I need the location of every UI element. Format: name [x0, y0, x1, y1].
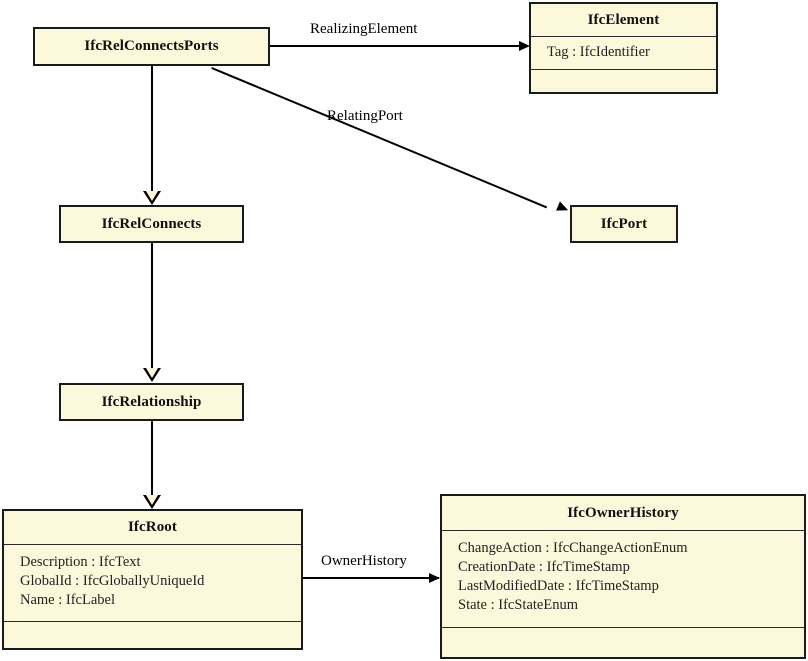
- edge-relating-port-line: [211, 67, 548, 209]
- triangle-fill: [145, 368, 158, 378]
- edge-label-owner-history: OwnerHistory: [321, 553, 407, 569]
- edge-owner-history-arrowhead: [429, 573, 440, 583]
- class-operations-ifcownerhistory: [442, 627, 804, 652]
- class-attribute: ChangeAction : IfcChangeActionEnum: [458, 540, 688, 556]
- class-title-ifcport: IfcPort: [600, 216, 648, 232]
- edge-generalization-relationship-line: [151, 421, 153, 497]
- class-attribute: CreationDate : IfcTimeStamp: [458, 559, 630, 575]
- edge-relating-port-arrowhead: [556, 201, 571, 215]
- class-box-ifcelement[interactable]: IfcElement Tag : IfcIdentifier: [529, 2, 718, 94]
- class-title-ifcrelationship: IfcRelationship: [101, 394, 202, 410]
- class-box-ifcrelationship[interactable]: IfcRelationship: [59, 383, 244, 421]
- class-box-ifcroot[interactable]: IfcRoot Description : IfcText GlobalId :…: [2, 509, 303, 650]
- edge-generalization-relconnectsports-line: [151, 66, 153, 193]
- class-box-ifcport[interactable]: IfcPort: [570, 205, 678, 243]
- class-attributes-ifcroot: Description : IfcText GlobalId : IfcGlob…: [4, 544, 301, 621]
- class-attribute: Tag : IfcIdentifier: [547, 44, 650, 60]
- class-box-ifcrelconnects[interactable]: IfcRelConnects: [59, 205, 244, 243]
- class-box-ifcrelconnectsports[interactable]: IfcRelConnectsPorts: [33, 27, 270, 66]
- class-attributes-ifcownerhistory: ChangeAction : IfcChangeActionEnum Creat…: [442, 530, 804, 627]
- triangle-fill: [145, 495, 158, 505]
- triangle-fill: [145, 191, 158, 201]
- class-attribute: GlobalId : IfcGloballyUniqueId: [20, 573, 205, 589]
- class-title-ifcelement: IfcElement: [587, 12, 660, 28]
- class-attribute: State : IfcStateEnum: [458, 597, 578, 613]
- edge-realizing-element-arrowhead: [519, 41, 530, 51]
- edge-owner-history-line: [303, 577, 439, 579]
- class-attributes-ifcelement: Tag : IfcIdentifier: [531, 36, 716, 69]
- class-attribute: Description : IfcText: [20, 554, 141, 570]
- class-operations-ifcelement: [531, 69, 716, 92]
- class-operations-ifcroot: [4, 621, 301, 644]
- edge-realizing-element-line: [270, 45, 520, 47]
- class-box-ifcownerhistory[interactable]: IfcOwnerHistory ChangeAction : IfcChange…: [440, 494, 806, 659]
- class-title-ifcrelconnectsports: IfcRelConnectsPorts: [84, 38, 219, 54]
- class-title-ifcroot: IfcRoot: [127, 519, 178, 535]
- edge-label-realizing-element: RealizingElement: [310, 21, 418, 37]
- edge-label-relating-port: RelatingPort: [327, 108, 403, 124]
- class-attribute: Name : IfcLabel: [20, 592, 116, 608]
- class-title-ifcownerhistory: IfcOwnerHistory: [567, 505, 679, 521]
- class-attribute: LastModifiedDate : IfcTimeStamp: [458, 578, 659, 594]
- class-title-ifcrelconnects: IfcRelConnects: [101, 216, 202, 232]
- edge-generalization-relconnects-line: [151, 243, 153, 370]
